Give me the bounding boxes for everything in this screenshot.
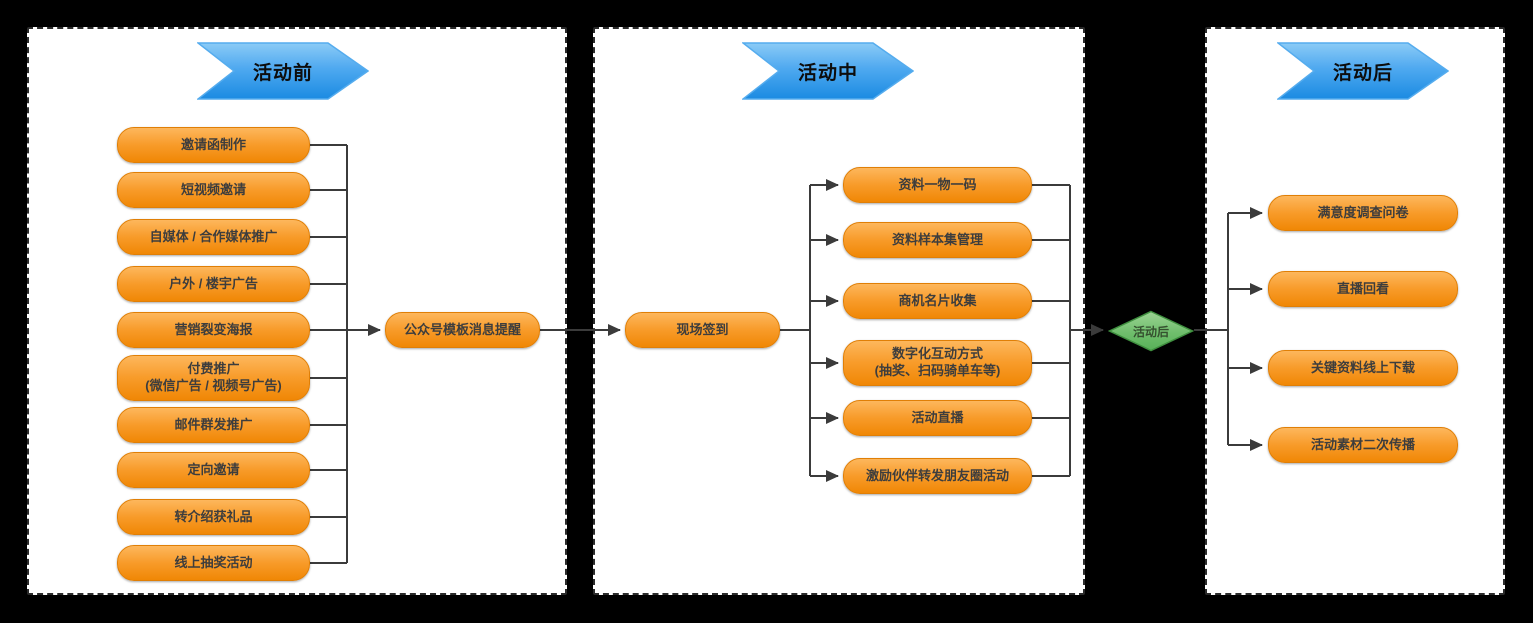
node-online-lottery[interactable]: 线上抽奖活动 xyxy=(117,545,310,581)
node-outdoor-ads[interactable]: 户外 / 楼宇广告 xyxy=(117,266,310,302)
node-short-video-invite[interactable]: 短视频邀请 xyxy=(117,172,310,208)
node-onsite-checkin[interactable]: 现场签到 xyxy=(625,312,780,348)
node-partner-share-incentive[interactable]: 激励伙伴转发朋友圈活动 xyxy=(843,458,1032,494)
node-referral-gift[interactable]: 转介绍获礼品 xyxy=(117,499,310,535)
node-sample-set-management[interactable]: 资料样本集管理 xyxy=(843,222,1032,258)
banner-label: 活动中 xyxy=(797,62,858,84)
node-targeted-invite[interactable]: 定向邀请 xyxy=(117,452,310,488)
node-material-qr-code[interactable]: 资料一物一码 xyxy=(843,167,1032,203)
node-satisfaction-survey[interactable]: 满意度调查问卷 xyxy=(1268,195,1458,231)
node-material-repost[interactable]: 活动素材二次传播 xyxy=(1268,427,1458,463)
banner-after-event[interactable]: 活动后 xyxy=(1277,42,1449,100)
diamond-shape xyxy=(1108,310,1194,352)
node-paid-promotion[interactable]: 付费推广 (微信广告 / 视频号广告) xyxy=(117,355,310,401)
banner-label: 活动后 xyxy=(1332,62,1393,84)
banner-label: 活动前 xyxy=(252,62,313,84)
gateway-after-event[interactable]: 活动后 xyxy=(1108,310,1194,352)
banner-before-event[interactable]: 活动前 xyxy=(197,42,369,100)
node-live-streaming[interactable]: 活动直播 xyxy=(843,400,1032,436)
chevron-shape xyxy=(1277,42,1449,100)
node-fission-poster[interactable]: 营销裂变海报 xyxy=(117,312,310,348)
stage-panel-after-event xyxy=(1205,27,1505,595)
node-live-replay[interactable]: 直播回看 xyxy=(1268,271,1458,307)
node-wechat-template-reminder[interactable]: 公众号模板消息提醒 xyxy=(385,312,540,348)
gateway-label: 活动后 xyxy=(1132,324,1169,339)
node-invitation-design[interactable]: 邀请函制作 xyxy=(117,127,310,163)
node-key-material-download[interactable]: 关键资料线上下载 xyxy=(1268,350,1458,386)
node-digital-interaction[interactable]: 数字化互动方式 (抽奖、扫码骑单车等) xyxy=(843,340,1032,386)
chevron-shape xyxy=(197,42,369,100)
node-business-card-collection[interactable]: 商机名片收集 xyxy=(843,283,1032,319)
node-media-promotion[interactable]: 自媒体 / 合作媒体推广 xyxy=(117,219,310,255)
node-email-blast[interactable]: 邮件群发推广 xyxy=(117,407,310,443)
chevron-shape xyxy=(742,42,914,100)
banner-during-event[interactable]: 活动中 xyxy=(742,42,914,100)
